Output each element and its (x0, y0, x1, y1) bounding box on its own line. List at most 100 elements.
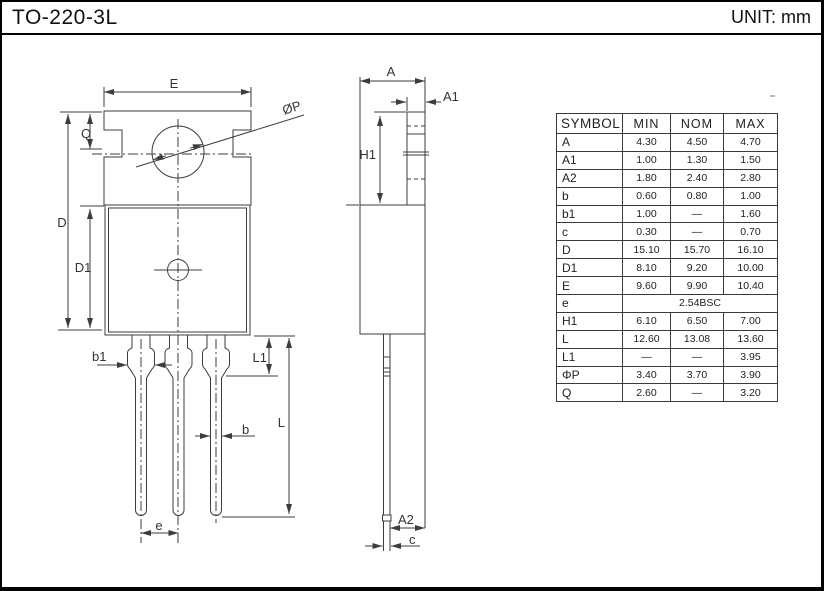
cell-span-value: 2.54BSC (622, 294, 778, 313)
side-lead-tip (382, 514, 392, 522)
dim-label-c: c (409, 532, 416, 547)
cell-min: 3.40 (622, 365, 671, 385)
col-header-min: MIN (622, 113, 671, 134)
table-row: H1 6.10 6.50 7.00 (556, 311, 778, 331)
cell-symbol: e (556, 294, 623, 313)
cell-symbol: L1 (556, 347, 623, 367)
table-header-row: SYMBOL MIN NOM MAX (556, 113, 778, 134)
table-row: E 9.60 9.90 10.40 (556, 276, 778, 296)
cell-min: 1.00 (622, 150, 671, 170)
dimension-labels: E Q D D1 b1 b L1 L e ØP A A1 H1 A2 c (57, 64, 459, 547)
cell-nom: 3.70 (670, 365, 724, 385)
cell-nom: — (670, 222, 724, 242)
package-title: TO-220-3L (12, 5, 118, 29)
cell-symbol: b (556, 186, 623, 206)
cell-symbol: c (556, 222, 623, 242)
cell-max: 1.50 (723, 150, 778, 170)
unit-label: UNIT: mm (731, 7, 811, 27)
cell-max: 16.10 (723, 240, 778, 260)
front-view-dimensions (58, 87, 305, 536)
cell-max: 4.70 (723, 133, 778, 152)
dim-label-A: A (387, 64, 396, 79)
cell-symbol: ΦP (556, 365, 623, 385)
dim-label-A1: A1 (443, 89, 459, 104)
cell-max: 3.95 (723, 347, 778, 367)
cell-max: 1.60 (723, 204, 778, 224)
dim-label-H1: H1 (359, 147, 376, 162)
dim-label-e: e (155, 518, 162, 533)
dim-label-L: L (278, 415, 285, 430)
table-row: ΦP 3.40 3.70 3.90 (556, 365, 778, 385)
cell-symbol: A1 (556, 150, 623, 170)
dim-label-D: D (57, 215, 66, 230)
cell-nom: 2.40 (670, 168, 724, 188)
cell-min: 4.30 (622, 133, 671, 152)
cell-nom: 4.50 (670, 133, 724, 152)
col-header-symbol: SYMBOL (556, 113, 623, 134)
cell-symbol: Q (556, 383, 623, 403)
cell-nom: — (670, 347, 724, 367)
table-row: D 15.10 15.70 16.10 (556, 240, 778, 260)
front-view-drawing (92, 110, 254, 544)
cell-nom: — (670, 204, 724, 224)
col-header-nom: NOM (670, 113, 724, 134)
table-row: L 12.60 13.08 13.60 (556, 329, 778, 349)
cell-symbol: D (556, 240, 623, 260)
dim-label-b: b (242, 422, 249, 437)
cell-nom: 6.50 (670, 311, 724, 331)
dim-label-Q: Q (81, 126, 91, 141)
cell-min: 9.60 (622, 276, 671, 296)
cell-min: 0.30 (622, 222, 671, 242)
cell-max: 10.00 (723, 258, 778, 278)
cell-min: 2.60 (622, 383, 671, 403)
cell-nom: 9.20 (670, 258, 724, 278)
table-row: Q 2.60 — 3.20 (556, 383, 778, 403)
front-centerlines (92, 119, 254, 544)
cell-symbol: L (556, 329, 623, 349)
cell-max: 13.60 (723, 329, 778, 349)
table-row: b1 1.00 — 1.60 (556, 204, 778, 224)
title-bar: TO-220-3L UNIT: mm (2, 2, 821, 35)
col-header-max: MAX (723, 113, 778, 134)
cell-nom: 1.30 (670, 150, 724, 170)
table-row: b 0.60 0.80 1.00 (556, 186, 778, 206)
cell-max: 2.80 (723, 168, 778, 188)
cell-max: 0.70 (723, 222, 778, 242)
cell-nom: — (670, 383, 724, 403)
side-view-dimensions (346, 78, 441, 549)
side-body (359, 204, 426, 335)
dim-label-D1: D1 (75, 260, 92, 275)
cell-symbol: E (556, 276, 623, 296)
cell-symbol: A (556, 133, 623, 152)
cell-max: 7.00 (723, 311, 778, 331)
cell-symbol: D1 (556, 258, 623, 278)
side-view-drawing (359, 77, 429, 551)
table-row: A1 1.00 1.30 1.50 (556, 150, 778, 170)
cell-min: 1.00 (622, 204, 671, 224)
dim-label-E: E (170, 76, 179, 91)
cell-min: — (622, 347, 671, 367)
cell-max: 3.90 (723, 365, 778, 385)
cell-nom: 9.90 (670, 276, 724, 296)
cell-min: 8.10 (622, 258, 671, 278)
cell-max: 10.40 (723, 276, 778, 296)
dim-label-phiP: ØP (281, 98, 303, 118)
cell-nom: 0.80 (670, 186, 724, 206)
cell-min: 1.80 (622, 168, 671, 188)
cell-max: 1.00 (723, 186, 778, 206)
cell-nom: 15.70 (670, 240, 724, 260)
cell-nom: 13.08 (670, 329, 724, 349)
table-row: A 4.30 4.50 4.70 (556, 133, 778, 152)
table-row: A2 1.80 2.40 2.80 (556, 168, 778, 188)
table-row: D1 8.10 9.20 10.00 (556, 258, 778, 278)
dim-label-b1: b1 (92, 349, 106, 364)
dim-label-A2: A2 (398, 512, 414, 527)
table-row: L1 — — 3.95 (556, 347, 778, 367)
front-tab-outline (103, 110, 252, 206)
cell-max: 3.20 (723, 383, 778, 403)
cell-min: 12.60 (622, 329, 671, 349)
dimension-table: SYMBOL MIN NOM MAX A 4.30 4.50 4.70 A1 1… (556, 113, 778, 403)
cell-min: 0.60 (622, 186, 671, 206)
